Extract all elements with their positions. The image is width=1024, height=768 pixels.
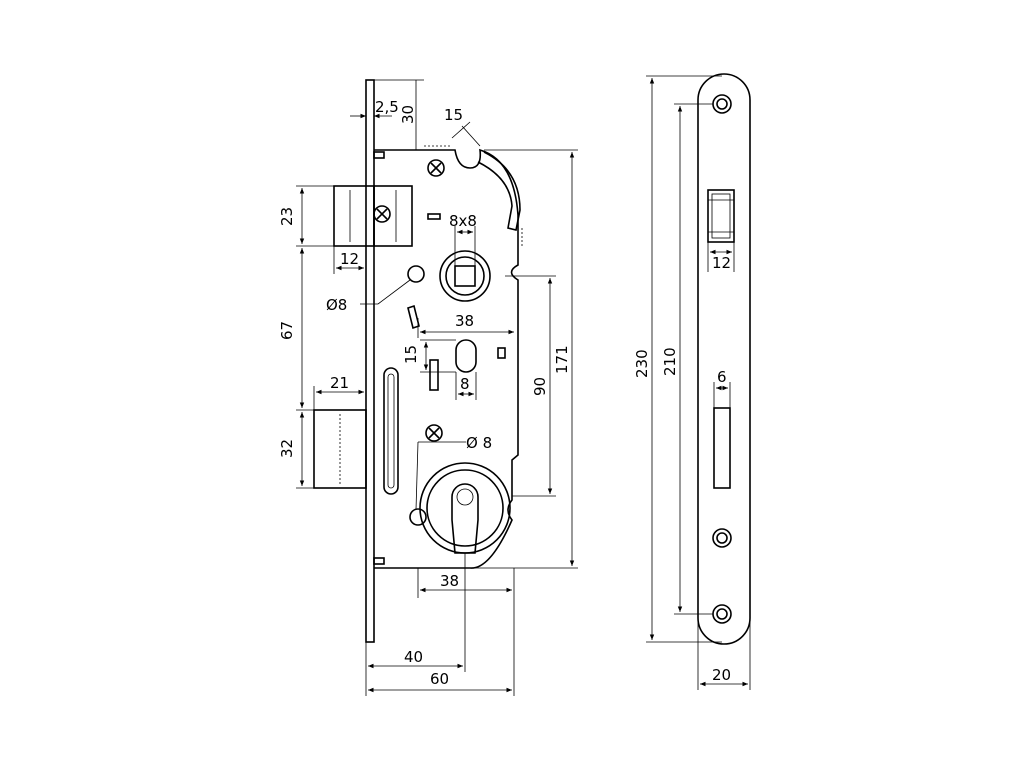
front-faceplate	[697, 73, 751, 645]
side-dimension-lines	[296, 79, 578, 696]
spindle-square-label: 8x8	[449, 212, 477, 230]
phillips-screw-icon	[427, 159, 445, 177]
phillips-screw-icon	[425, 424, 443, 442]
hole-diameter-bottom-label: Ø 8	[466, 434, 492, 452]
phillips-screw-icon	[373, 205, 391, 223]
strike-width-label: 20	[712, 666, 731, 684]
cylinder-cutout	[419, 462, 511, 554]
strike-bolt-width-label: 6	[717, 368, 727, 386]
slot-width-label: 8	[460, 375, 470, 393]
faceplate-thickness-label: 2,5	[375, 98, 399, 116]
cylinder-offset-label: 38	[440, 572, 459, 590]
deadbolt-projection-label: 21	[330, 374, 349, 392]
slot-height-label: 15	[402, 345, 420, 364]
front-dimension-lines	[646, 75, 751, 690]
case-holes	[383, 213, 506, 526]
strike-length-label: 230	[633, 349, 651, 378]
latch-projection-label: 12	[340, 250, 359, 268]
lock-case-body	[373, 145, 523, 569]
handle-offset-label: 38	[455, 312, 474, 330]
strike-latch-width-label: 12	[712, 254, 731, 272]
deadbolt	[313, 409, 367, 489]
latch-bolt	[333, 185, 413, 247]
side-dimension-labels: 2,5 30 15 23 12 8x8 Ø8 67 38 15 8 21 32 …	[278, 98, 571, 688]
latch-to-deadbolt-label: 67	[278, 321, 296, 340]
side-faceplate	[365, 79, 375, 643]
case-height-label: 171	[553, 345, 571, 374]
front-dimension-labels: 230 210 12 6 20	[633, 254, 731, 684]
backset-label: 40	[404, 648, 423, 666]
latch-height-label: 23	[278, 207, 296, 226]
spindle-to-cylinder-label: 90	[531, 377, 549, 396]
top-offset-label: 30	[399, 105, 417, 124]
strike-hole-spacing-label: 210	[661, 347, 679, 376]
latch-angle-label: 15	[444, 106, 463, 124]
spindle-hub	[439, 250, 491, 302]
case-depth-label: 60	[430, 670, 449, 688]
hole-diameter-top-label: Ø8	[326, 296, 347, 314]
deadbolt-height-label: 32	[278, 439, 296, 458]
